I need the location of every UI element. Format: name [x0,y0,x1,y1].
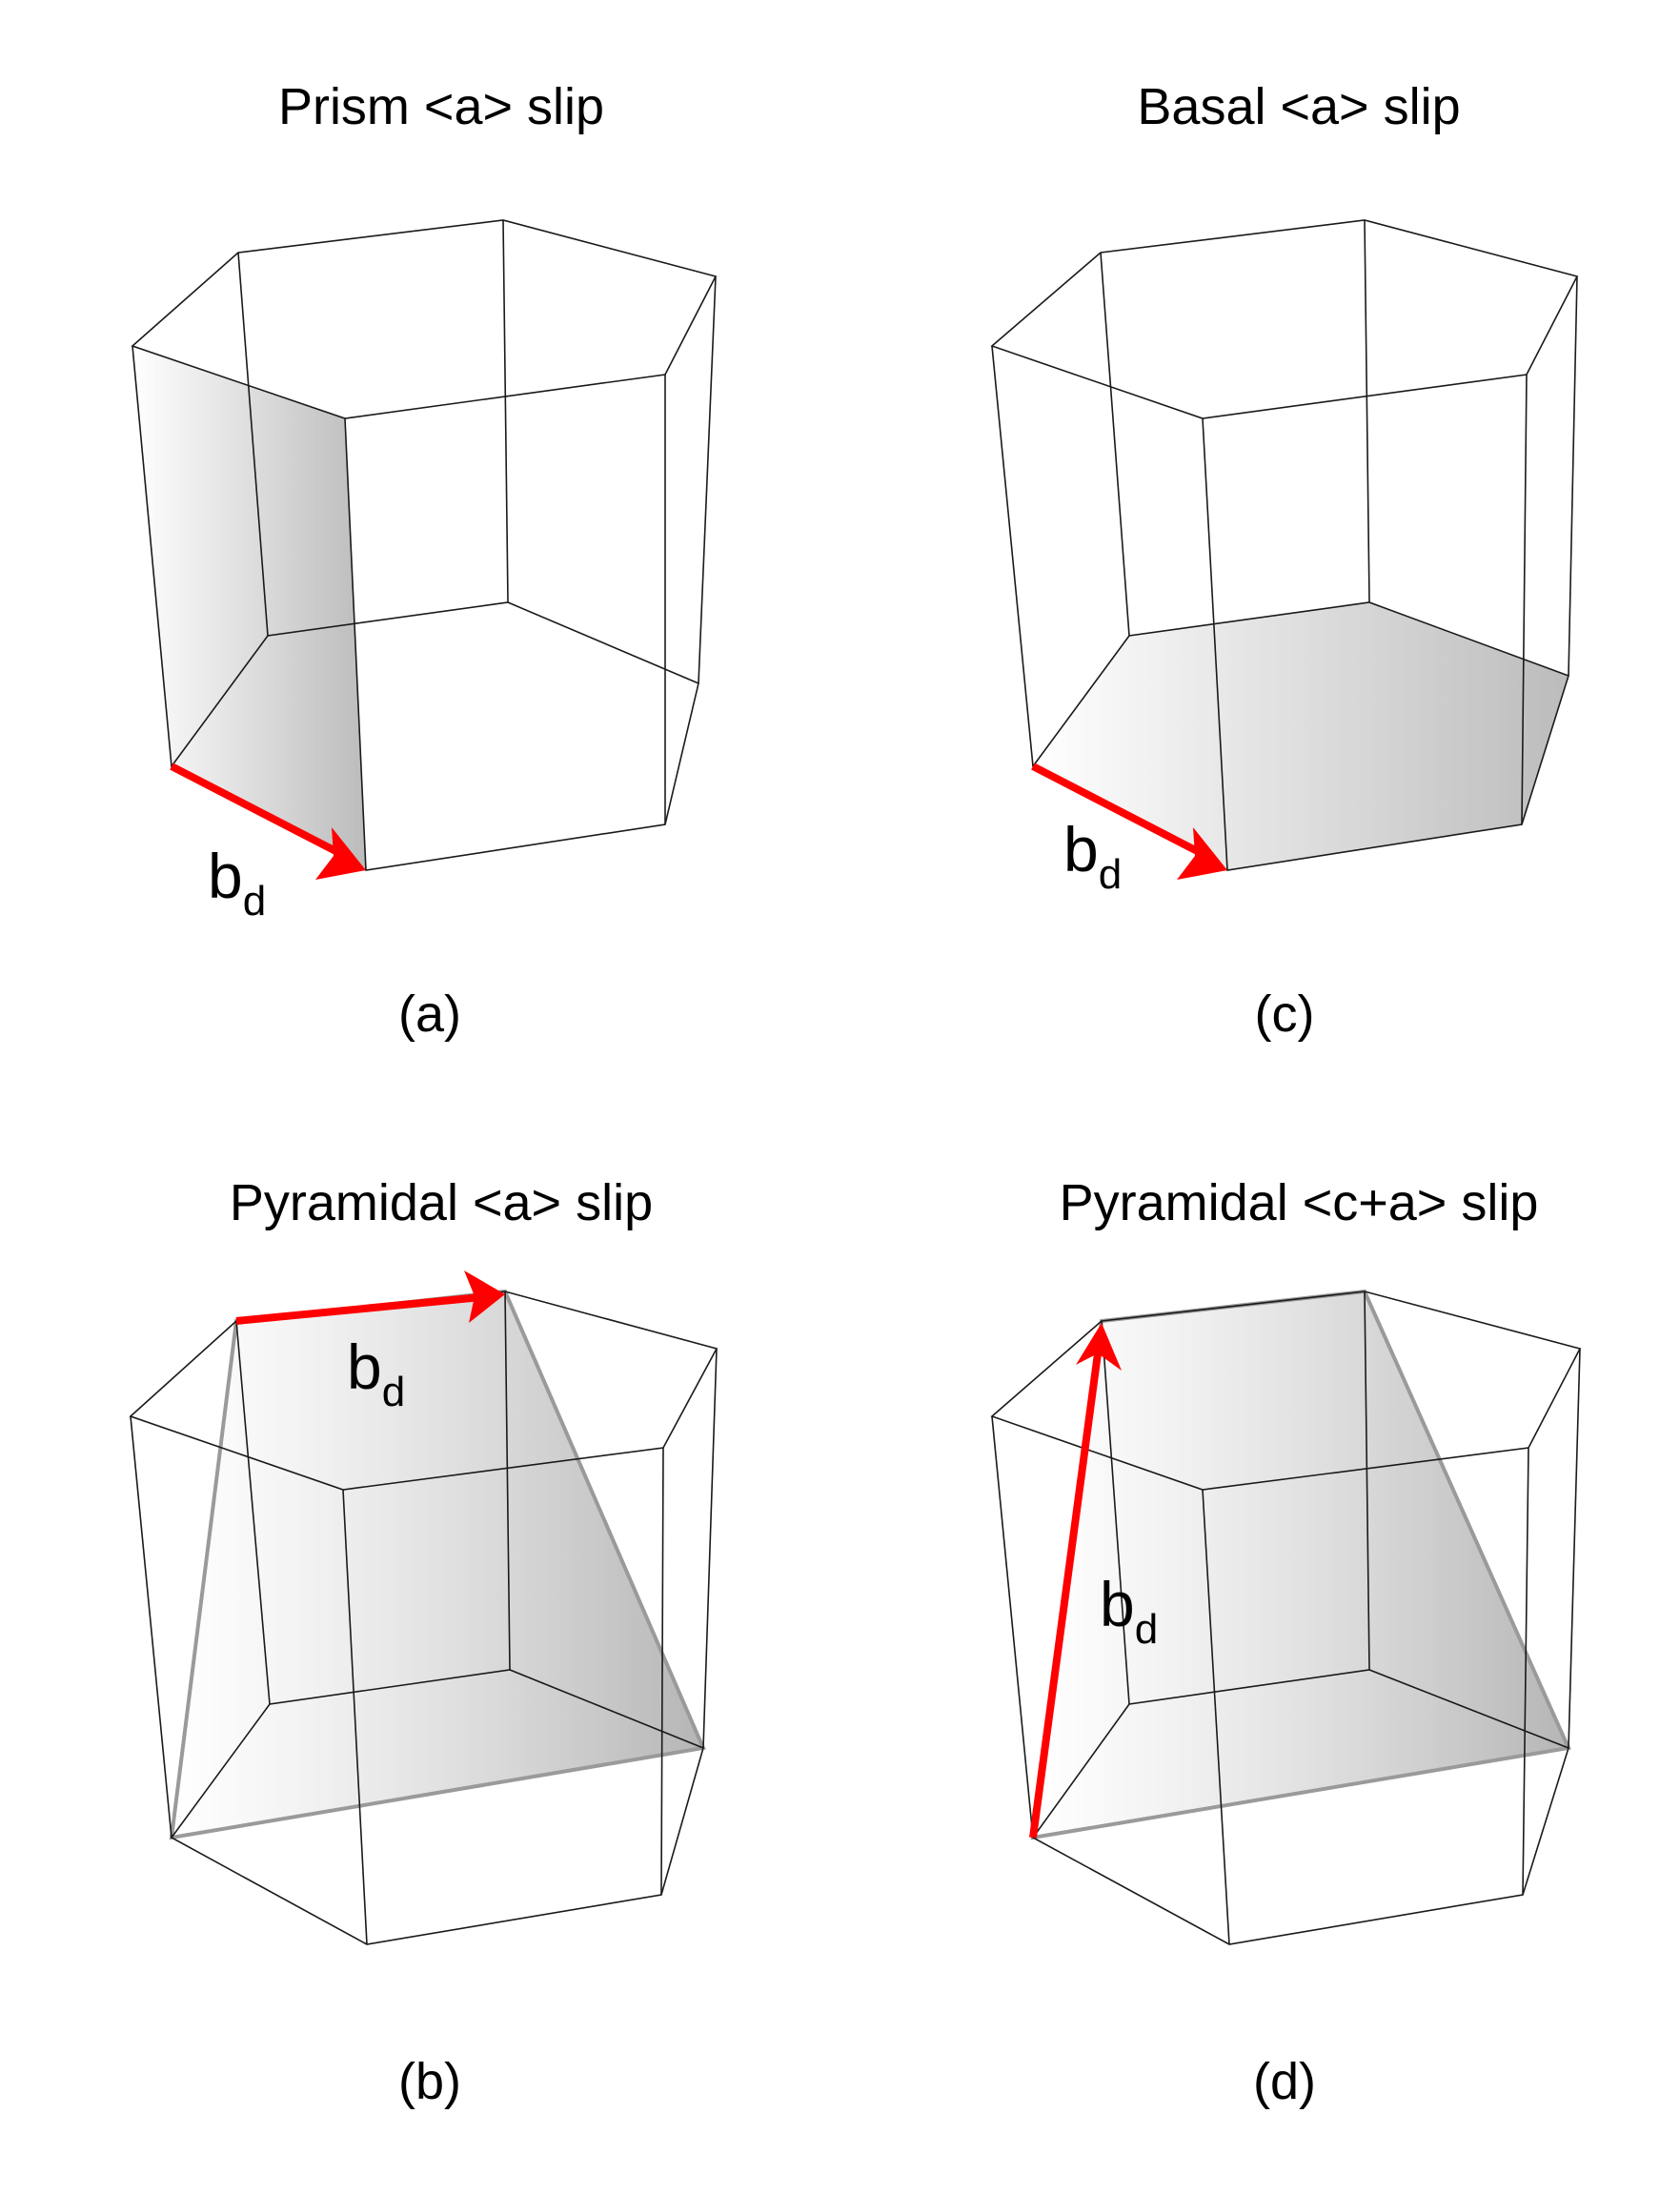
panel-c-caption: (c) [1255,986,1315,1043]
vertical-edge [991,345,1034,767]
vertical-edge [698,275,717,684]
panel-d: Pyramidal <c+a> slip bd (d) [990,1174,1582,2110]
vertical-edge [1100,252,1130,637]
panel-a: Prism <a> slip bd (a) [131,78,718,1043]
panel-b: Pyramidal <a> slip bd (b) [129,1174,719,2110]
top-hexagon [990,219,1579,419]
vertical-edge [237,252,269,637]
vertical-edge [702,1348,718,1749]
panel-b-title: Pyramidal <a> slip [230,1174,653,1231]
burgers-vector-arrow [1031,762,1227,880]
vertical-edge [1101,1320,1130,1705]
vertical-edge [1521,374,1528,825]
basal-plane [1033,602,1569,870]
vertical-edge [1522,1447,1529,1896]
vertical-edge [1568,275,1578,677]
vertical-edge [235,1320,271,1705]
burgers-vector-label: bd [1063,814,1122,898]
vertical-edge [1568,1348,1581,1749]
panel-d-caption: (d) [1253,2053,1316,2110]
pyramidal-plane [172,1291,703,1838]
panel-c: Basal <a> slip bd (c) [990,78,1579,1043]
vertical-edge [1364,1291,1370,1671]
vertical-edge [1202,1489,1230,1945]
burgers-vector-arrow [1029,1323,1122,1839]
hexagonal-prism-d [990,1291,1582,1945]
burgers-vector-label: bd [347,1331,405,1415]
burgers-vector-label: bd [1100,1569,1158,1653]
panel-a-title: Prism <a> slip [278,78,604,135]
panel-c-title: Basal <a> slip [1137,78,1460,135]
panel-d-title: Pyramidal <c+a> slip [1060,1174,1539,1231]
vertical-edge [130,1415,172,1839]
vertical-edge [504,1291,511,1671]
panel-a-caption: (a) [398,986,461,1043]
burgers-vector-label: bd [208,841,266,925]
panel-b-caption: (b) [398,2053,461,2110]
vertical-edge [344,417,367,871]
burgers-vector-arrow [170,762,366,880]
pyramidal-plane [1033,1291,1569,1838]
vertical-edge [1202,417,1228,871]
vertical-edge [342,1489,368,1945]
vertical-edge [991,1415,1034,1839]
burgers-vector-arrow [235,1270,505,1325]
vertical-edge [502,219,509,603]
prism-plane [132,346,366,870]
vertical-edge [660,1447,664,1896]
vertical-edge [1364,219,1370,603]
vertical-edge [132,345,172,767]
